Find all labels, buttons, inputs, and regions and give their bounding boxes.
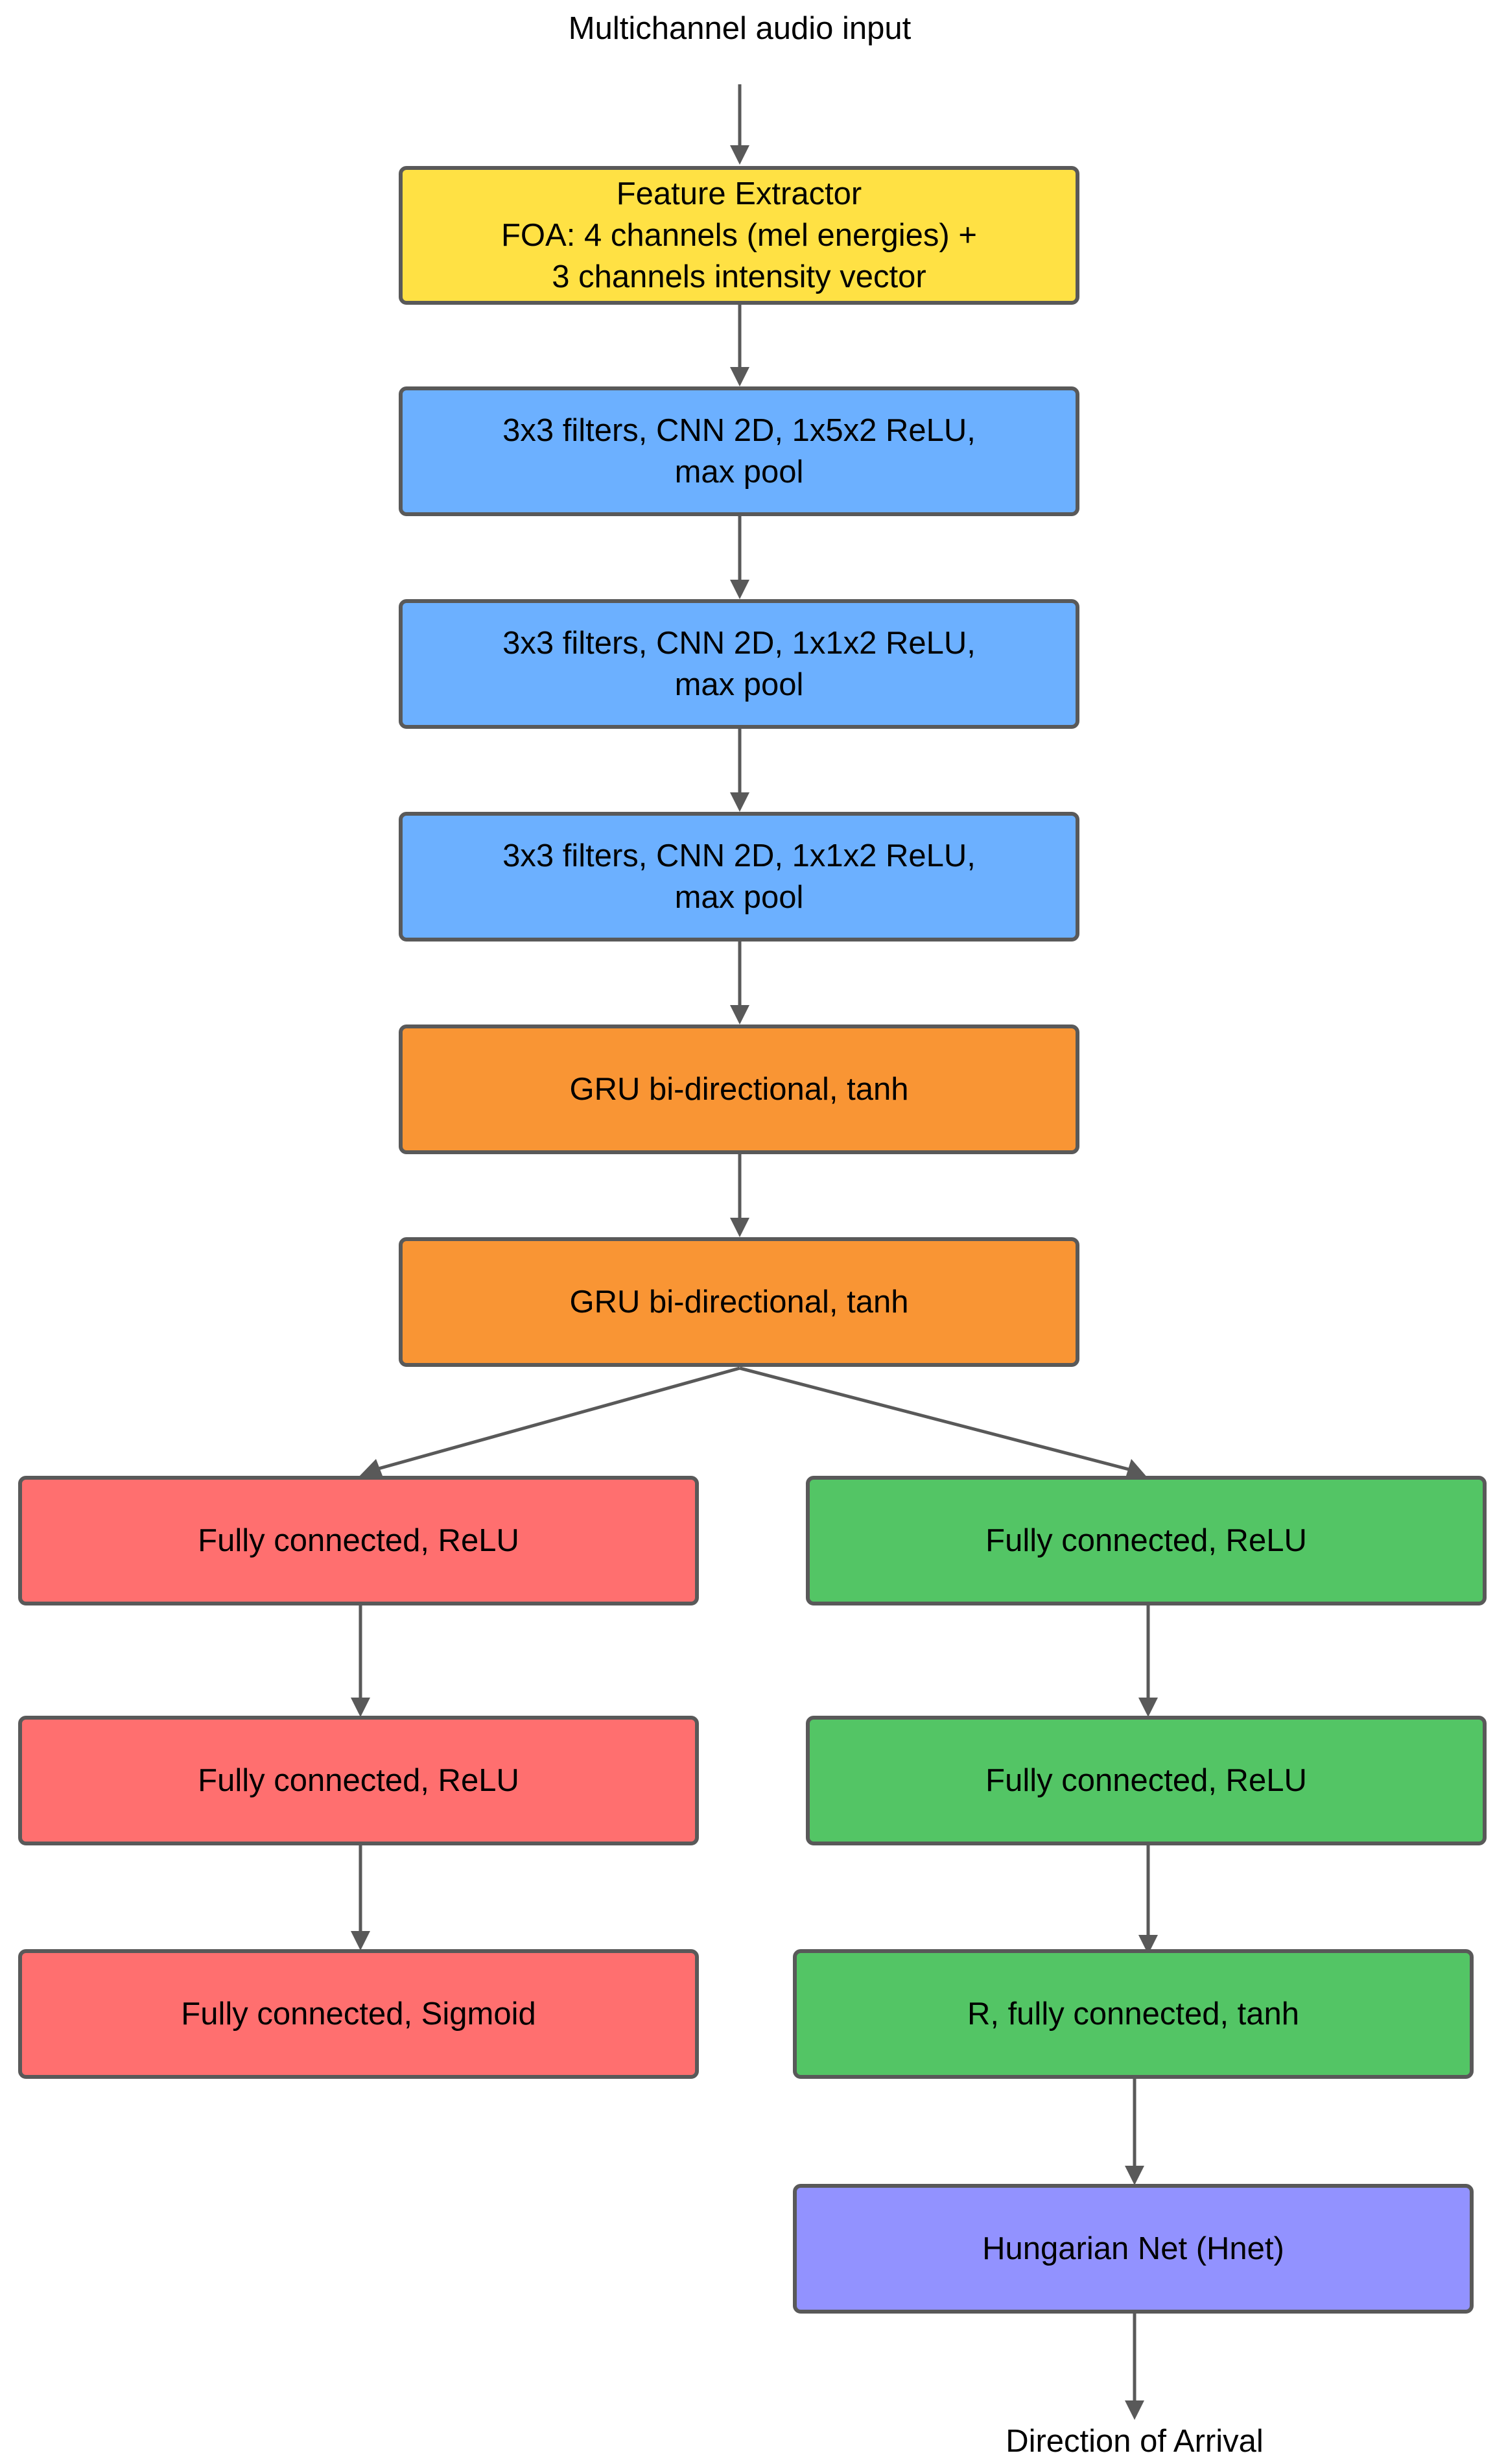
arrowhead <box>357 1459 383 1478</box>
arrowhead <box>730 580 749 599</box>
input-label: Multichannel audio input <box>568 11 912 46</box>
arrowhead <box>730 145 749 165</box>
arrowhead <box>730 1218 749 1237</box>
gru-block-2: GRU bi-directional, tanh <box>399 1237 1079 1367</box>
doa-fc-block-2-label: Fully connected, ReLU <box>985 1763 1307 1798</box>
edge-gru2-to-doa-branch <box>739 1366 1129 1471</box>
arrowhead <box>351 1698 370 1717</box>
gru-block-2-label: GRU bi-directional, tanh <box>569 1285 909 1320</box>
hnet-block-label: Hungarian Net (Hnet) <box>982 2231 1284 2266</box>
cnn-block-1: 3x3 filters, CNN 2D, 1x5x2 ReLU, max poo… <box>399 386 1079 516</box>
sed-fc-block-2: Fully connected, ReLU <box>18 1716 699 1845</box>
arrowhead <box>730 367 749 386</box>
cnn-block-3-label: 3x3 filters, CNN 2D, 1x1x2 ReLU, max poo… <box>502 838 976 915</box>
sed-fc-block-3-label: Fully connected, Sigmoid <box>181 1996 536 2032</box>
arrowhead <box>1138 1698 1158 1717</box>
arrowhead <box>351 1931 370 1950</box>
cnn-block-3: 3x3 filters, CNN 2D, 1x1x2 ReLU, max poo… <box>399 812 1079 942</box>
edge-gru2-to-sed-branch <box>375 1366 740 1471</box>
arrowhead <box>730 792 749 812</box>
sed-fc-block-2-label: Fully connected, ReLU <box>198 1763 519 1798</box>
cnn-block-1-label: 3x3 filters, CNN 2D, 1x5x2 ReLU, max poo… <box>502 413 976 490</box>
sed-fc-block-1-label: Fully connected, ReLU <box>198 1523 519 1558</box>
arrowhead <box>1125 2166 1144 2185</box>
doa-fc-block-3: R, fully connected, tanh <box>793 1949 1474 2079</box>
cnn-block-2: 3x3 filters, CNN 2D, 1x1x2 ReLU, max poo… <box>399 599 1079 729</box>
sed-fc-block-1: Fully connected, ReLU <box>18 1476 699 1605</box>
output-label: Direction of Arrival <box>1006 2424 1264 2459</box>
gru-block-1-label: GRU bi-directional, tanh <box>569 1072 909 1107</box>
feature-extractor-node: Feature Extractor FOA: 4 channels (mel e… <box>399 166 1079 305</box>
feature-extractor-label: Feature Extractor FOA: 4 channels (mel e… <box>501 176 977 294</box>
doa-fc-block-2: Fully connected, ReLU <box>806 1716 1487 1845</box>
arrowhead <box>1126 1459 1148 1478</box>
doa-fc-block-1: Fully connected, ReLU <box>806 1476 1487 1605</box>
gru-block-1: GRU bi-directional, tanh <box>399 1025 1079 1154</box>
arrowhead <box>730 1005 749 1025</box>
cnn-block-2-label: 3x3 filters, CNN 2D, 1x1x2 ReLU, max poo… <box>502 626 976 702</box>
hnet-block: Hungarian Net (Hnet) <box>793 2184 1474 2314</box>
sed-fc-block-3: Fully connected, Sigmoid <box>18 1949 699 2079</box>
arrowhead <box>1138 1935 1158 1954</box>
doa-fc-block-1-label: Fully connected, ReLU <box>985 1523 1307 1558</box>
arrowhead <box>1125 2400 1144 2420</box>
doa-fc-block-3-label: R, fully connected, tanh <box>967 1996 1300 2032</box>
